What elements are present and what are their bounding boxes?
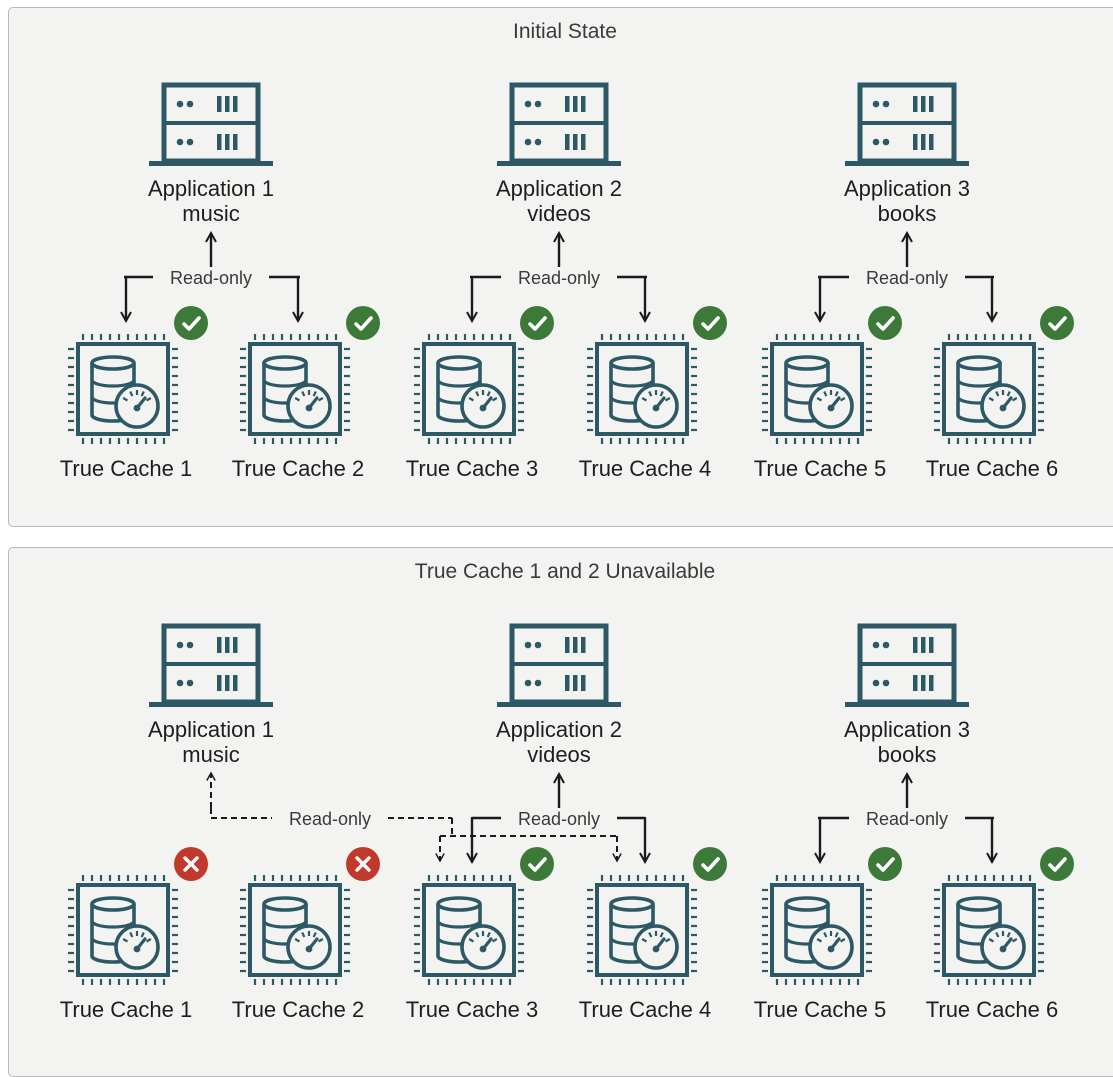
- application-subtitle: videos: [527, 742, 591, 767]
- error-icon: [346, 847, 380, 881]
- database-chip-icon: [414, 334, 524, 444]
- check-icon: [1040, 847, 1074, 881]
- true-cache-label: True Cache 6: [926, 997, 1058, 1022]
- panel-title: Initial State: [513, 20, 617, 43]
- initial-state-panel: Initial State: [8, 7, 1113, 527]
- application-name: Application 1: [148, 717, 274, 742]
- read-only-label: Read-only: [518, 809, 600, 829]
- database-chip-icon: [68, 334, 178, 444]
- true-cache-label: True Cache 6: [926, 456, 1058, 481]
- check-icon: [174, 306, 208, 340]
- read-only-label: Read-only: [866, 809, 948, 829]
- true-cache-label: True Cache 5: [754, 456, 886, 481]
- database-chip-icon: [414, 875, 524, 985]
- error-icon: [174, 847, 208, 881]
- true-cache-label: True Cache 2: [232, 997, 364, 1022]
- database-chip-icon: [762, 875, 872, 985]
- application-name: Application 2: [496, 176, 622, 201]
- application-subtitle: music: [182, 201, 239, 226]
- unavailable-state-panel: True Cache 1 and 2 Unavailable: [8, 547, 1113, 1077]
- database-chip-icon: [240, 875, 350, 985]
- true-cache-label: True Cache 4: [579, 997, 711, 1022]
- true-cache-label: True Cache 4: [579, 456, 711, 481]
- true-cache-label: True Cache 1: [60, 997, 192, 1022]
- application-name: Application 2: [496, 717, 622, 742]
- check-icon: [1040, 306, 1074, 340]
- server-icon: [149, 82, 273, 166]
- check-icon: [346, 306, 380, 340]
- read-only-label: Read-only: [518, 268, 600, 288]
- database-chip-icon: [68, 875, 178, 985]
- database-chip-icon: [934, 875, 1044, 985]
- application-subtitle: videos: [527, 201, 591, 226]
- check-icon: [693, 306, 727, 340]
- application-subtitle: music: [182, 742, 239, 767]
- check-icon: [693, 847, 727, 881]
- read-only-label: Read-only: [289, 809, 371, 829]
- check-icon: [520, 306, 554, 340]
- server-icon: [845, 82, 969, 166]
- database-chip-icon: [240, 334, 350, 444]
- application-name: Application 3: [844, 717, 970, 742]
- panel-title: True Cache 1 and 2 Unavailable: [414, 560, 716, 583]
- application-subtitle: books: [878, 742, 937, 767]
- server-icon: [149, 623, 273, 707]
- database-chip-icon: [934, 334, 1044, 444]
- check-icon: [520, 847, 554, 881]
- true-cache-label: True Cache 5: [754, 997, 886, 1022]
- database-chip-icon: [587, 334, 697, 444]
- server-icon: [497, 623, 621, 707]
- read-only-label: Read-only: [170, 268, 252, 288]
- server-icon: [497, 82, 621, 166]
- application-name: Application 3: [844, 176, 970, 201]
- database-chip-icon: [762, 334, 872, 444]
- true-cache-label: True Cache 3: [406, 456, 538, 481]
- server-icon: [845, 623, 969, 707]
- true-cache-label: True Cache 1: [60, 456, 192, 481]
- check-icon: [868, 847, 902, 881]
- application-subtitle: books: [878, 201, 937, 226]
- check-icon: [868, 306, 902, 340]
- database-chip-icon: [587, 875, 697, 985]
- true-cache-label: True Cache 2: [232, 456, 364, 481]
- application-name: Application 1: [148, 176, 274, 201]
- read-only-label: Read-only: [866, 268, 948, 288]
- true-cache-label: True Cache 3: [406, 997, 538, 1022]
